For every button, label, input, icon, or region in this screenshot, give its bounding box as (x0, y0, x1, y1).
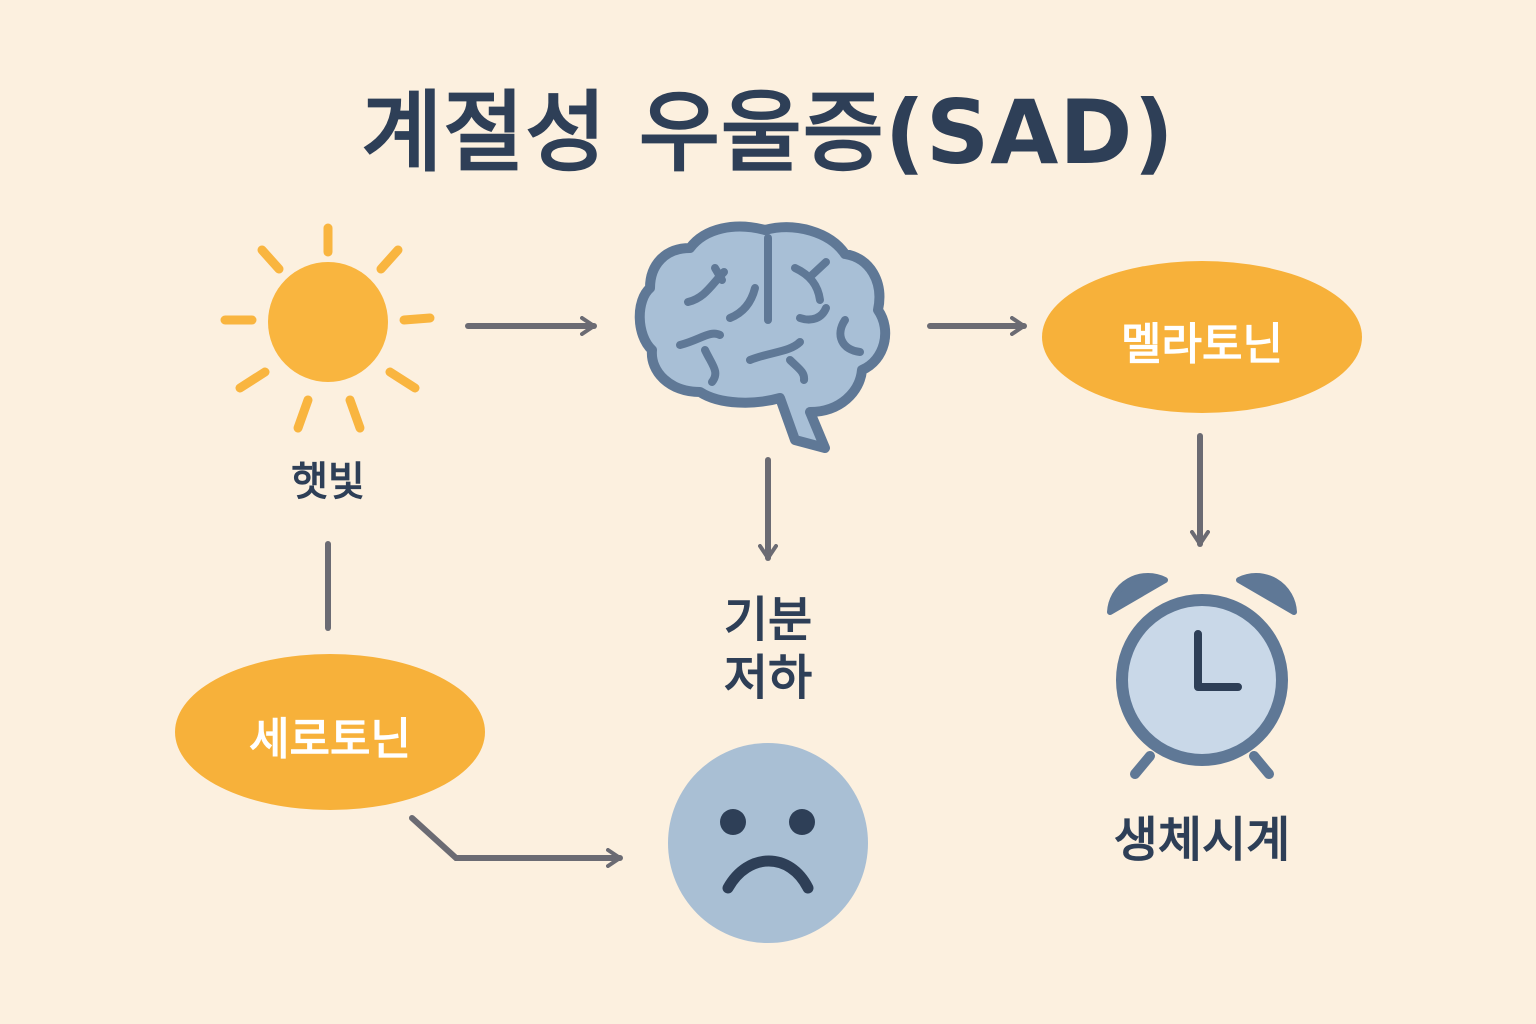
mood-low-label-line1: 기분 (723, 592, 813, 648)
page-title: 계절성 우울증(SAD) (361, 81, 1175, 184)
connectors (325, 316, 1210, 868)
body-clock-label: 생체시계 (1113, 812, 1291, 868)
sunlight-label: 햇빛 (291, 459, 365, 505)
serotonin-pill (175, 654, 485, 810)
mood-low-label: 기분 저하 (668, 592, 868, 707)
arrow-serotonin-to-face (409, 815, 623, 868)
alarm-clock-icon (1107, 573, 1297, 779)
serotonin-label: 세로토닌 (249, 714, 411, 765)
mood-low-label-line2: 저하 (723, 649, 813, 706)
sad-face-icon (668, 743, 868, 943)
melatonin-label: 멜라토닌 (1121, 319, 1283, 370)
brain-icon (634, 221, 891, 453)
sun-icon (220, 223, 435, 433)
melatonin-pill (1042, 261, 1362, 413)
